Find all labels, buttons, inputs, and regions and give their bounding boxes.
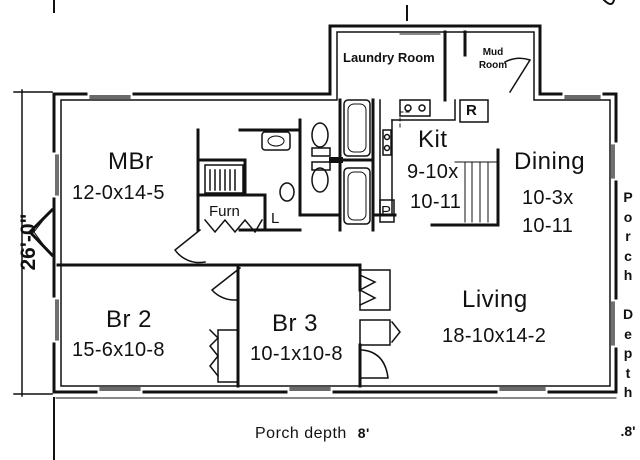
kit-room-size-2: 10-11 xyxy=(410,191,462,213)
windows xyxy=(51,33,619,395)
porch-right-letter xyxy=(619,286,637,306)
porch-right-letter xyxy=(619,403,637,423)
porch-depth-bottom: Porch depth 8' xyxy=(255,425,370,443)
exterior-wall xyxy=(52,24,618,394)
porch-right-letter: h xyxy=(623,267,633,283)
porch-depth-right: P o r c h D e p t h .8' xyxy=(619,188,637,442)
br3-room-name: Br 3 xyxy=(272,310,319,337)
porch-right-letter: e xyxy=(624,325,632,342)
kitchen-counters xyxy=(379,99,499,223)
closet-doors-furn xyxy=(203,218,264,234)
mud-room-name-2: Room xyxy=(478,60,508,71)
kit-room-name: Kit xyxy=(418,126,448,153)
dining-room-size-2: 10-11 xyxy=(522,215,574,237)
door-swing-mud xyxy=(503,57,532,94)
sink-lower xyxy=(279,182,295,202)
pantry-label: P xyxy=(381,203,392,220)
porch-depth-bottom-label: Porch depth xyxy=(255,425,347,442)
laundry-room-name: Laundry Room xyxy=(343,50,435,65)
porch-right-letter: p xyxy=(623,345,633,361)
closet-mbr xyxy=(204,164,244,194)
mbr-room-size: 12-0x14-5 xyxy=(72,182,165,204)
porch-right-letter: h xyxy=(623,384,633,400)
porch-right-letter: o xyxy=(623,208,633,225)
toilet-upper xyxy=(311,122,329,148)
bathtub-lower xyxy=(343,167,371,225)
porch-right-letter: P xyxy=(623,189,633,205)
porch-right-letter: r xyxy=(625,228,631,244)
dimension-line-depth xyxy=(13,89,55,397)
toilet-lower xyxy=(311,167,329,193)
door-swing-mbr xyxy=(173,228,206,264)
br2-room-name: Br 2 xyxy=(106,306,153,333)
mbr-room-name: MBr xyxy=(108,148,154,175)
porch-depth-bottom-value: 8' xyxy=(357,425,370,441)
dining-room-size-1: 10-3x xyxy=(522,187,574,209)
porch-right-letter: D xyxy=(622,306,634,322)
porch-right-letter: t xyxy=(625,364,631,381)
door-swing-hall xyxy=(210,266,242,301)
sink-upper xyxy=(261,131,291,151)
refrigerator-label: R xyxy=(466,102,477,119)
closet-br2 xyxy=(208,328,239,383)
br2-room-size: 15-6x10-8 xyxy=(72,339,165,361)
living-room-name: Living xyxy=(462,286,528,313)
dining-room-name: Dining xyxy=(514,148,586,175)
mud-room-name-1: Mud xyxy=(482,47,504,58)
furn-label: Furn xyxy=(209,203,240,220)
br3-room-size: 10-1x10-8 xyxy=(250,343,343,365)
bathtub-upper xyxy=(343,99,371,157)
closet-br3 xyxy=(358,269,401,346)
porch-right-letter: c xyxy=(624,247,632,264)
living-room-size: 18-10x14-2 xyxy=(442,325,547,347)
kit-room-size-1: 9-10x xyxy=(407,161,459,183)
porch-right-letter: .8' xyxy=(620,423,636,439)
porch-arc-top-right xyxy=(602,0,616,5)
interior-walls xyxy=(56,30,500,388)
overall-depth-dimension: 26'-0" xyxy=(17,213,40,271)
door-swing-br3 xyxy=(361,349,389,379)
linen-label: L xyxy=(271,210,280,227)
